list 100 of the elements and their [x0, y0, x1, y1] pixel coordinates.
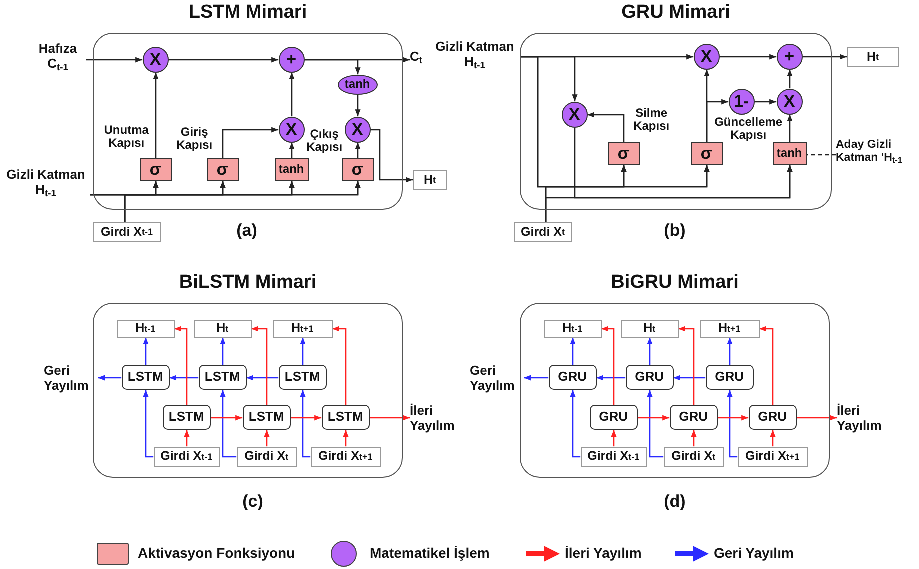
operation-circle: 1-: [728, 88, 755, 115]
cell-box: GRU: [590, 405, 638, 430]
arrow: [300, 390, 311, 458]
arrow: [174, 326, 188, 406]
gate-label: Silme Kapısı: [632, 106, 671, 134]
arrow: [252, 326, 268, 406]
arrow: [355, 94, 361, 117]
arrow: [718, 415, 749, 421]
signal-label: C$_{t}$: [410, 50, 423, 65]
signal-label: Aday Gizli Katman 'H$_{t-1}$: [836, 139, 919, 166]
gate-label: Çıkış Kapısı: [306, 128, 344, 156]
cell-box: GRU: [626, 365, 674, 390]
arrow: [691, 430, 697, 447]
activation-box: σ: [140, 158, 172, 182]
activation-box: σ: [206, 158, 239, 182]
gate-label: Güncelleme Kapısı: [714, 116, 784, 144]
arrow: [86, 57, 143, 63]
arrow: [570, 338, 576, 366]
signal-label: Hafıza C$_{t-1}$: [30, 42, 86, 72]
arrow: [153, 72, 159, 158]
leader-line: [806, 154, 836, 156]
arrow: [289, 142, 295, 158]
arrow: [168, 57, 279, 63]
subfigure-label: (b): [663, 221, 687, 241]
subfigure-label: (d): [663, 492, 687, 512]
arrow: [727, 390, 738, 458]
arrow: [143, 338, 149, 366]
operation-circle: X: [142, 46, 169, 73]
arrow: [727, 338, 733, 366]
arrow: [264, 430, 270, 447]
arrow: [98, 375, 122, 381]
operation-ellipse: tanh: [338, 74, 378, 95]
subfigure-label: (a): [236, 221, 258, 241]
panel-title: LSTM Mimari: [188, 3, 308, 24]
operation-circle: X: [694, 44, 720, 70]
cell-box: LSTM: [162, 405, 211, 430]
cell-box: LSTM: [278, 365, 327, 390]
arrow: [220, 390, 237, 458]
arrow: [787, 114, 793, 142]
arrow: [524, 375, 549, 381]
arrow: [370, 415, 410, 421]
direction-label: Geri Yayılım: [44, 364, 98, 394]
operation-circle: +: [776, 44, 803, 70]
arrow: [574, 128, 793, 199]
operation-circle: X: [562, 102, 588, 128]
arrow: [720, 54, 777, 60]
arrow: [647, 338, 653, 366]
gate-label: Unutma Kapısı: [103, 124, 150, 152]
panel-title: BiLSTM Mimari: [178, 273, 318, 294]
legend-label: Matematikel İşlem: [370, 545, 490, 561]
arrow: [588, 112, 625, 142]
direction-label: Geri Yayılım: [470, 364, 524, 394]
cell-box: LSTM: [198, 365, 247, 390]
arrow: [355, 142, 361, 158]
cell-box: LSTM: [322, 405, 370, 430]
cell-box: LSTM: [122, 365, 170, 390]
operation-circle: X: [776, 88, 803, 115]
subfigure-label: (c): [242, 492, 264, 512]
arrow: [754, 99, 777, 105]
arrow: [332, 326, 347, 406]
arrow: [289, 72, 295, 117]
gate-label: Giriş Kapısı: [176, 126, 214, 154]
arrow: [143, 390, 154, 458]
arrow: [343, 430, 349, 447]
arrow: [706, 99, 729, 142]
arrow: [222, 127, 279, 158]
arrow: [674, 375, 706, 381]
cell-box: GRU: [706, 365, 754, 390]
arrow: [304, 59, 361, 75]
panel-title: GRU Mimari: [620, 3, 732, 24]
arrow: [220, 338, 226, 366]
activation-box: σ: [690, 142, 723, 166]
direction-label: İleri Yayılım: [410, 404, 464, 434]
legend-label: Geri Yayılım: [714, 545, 794, 561]
arrow: [760, 326, 774, 406]
arrow: [300, 338, 306, 366]
arrow: [210, 415, 243, 421]
activation-box: σ: [608, 142, 640, 166]
arrow: [184, 430, 190, 447]
arrow: [602, 326, 615, 406]
arrow: [638, 415, 670, 421]
activation-box: tanh: [772, 142, 807, 166]
legend-label: Aktivasyon Fonksiyonu: [138, 545, 296, 561]
arrow: [796, 415, 837, 421]
arrow: [770, 430, 776, 447]
signal-label: Gizli Katman H$_{t-1}$: [2, 168, 90, 198]
arrow: [246, 375, 279, 381]
arrow: [611, 430, 617, 447]
direction-label: İleri Yayılım: [837, 404, 891, 434]
operation-circle: +: [278, 46, 305, 73]
arrow: [802, 54, 847, 60]
arrow: [370, 129, 413, 183]
arrow: [290, 415, 322, 421]
activation-box: σ: [342, 158, 374, 182]
cell-box: LSTM: [242, 405, 291, 430]
panel-title: BiGRU Mimari: [610, 273, 740, 294]
arrow: [678, 326, 695, 406]
arrow: [647, 390, 664, 458]
cell-box: GRU: [748, 405, 797, 430]
arrow: [124, 181, 361, 222]
